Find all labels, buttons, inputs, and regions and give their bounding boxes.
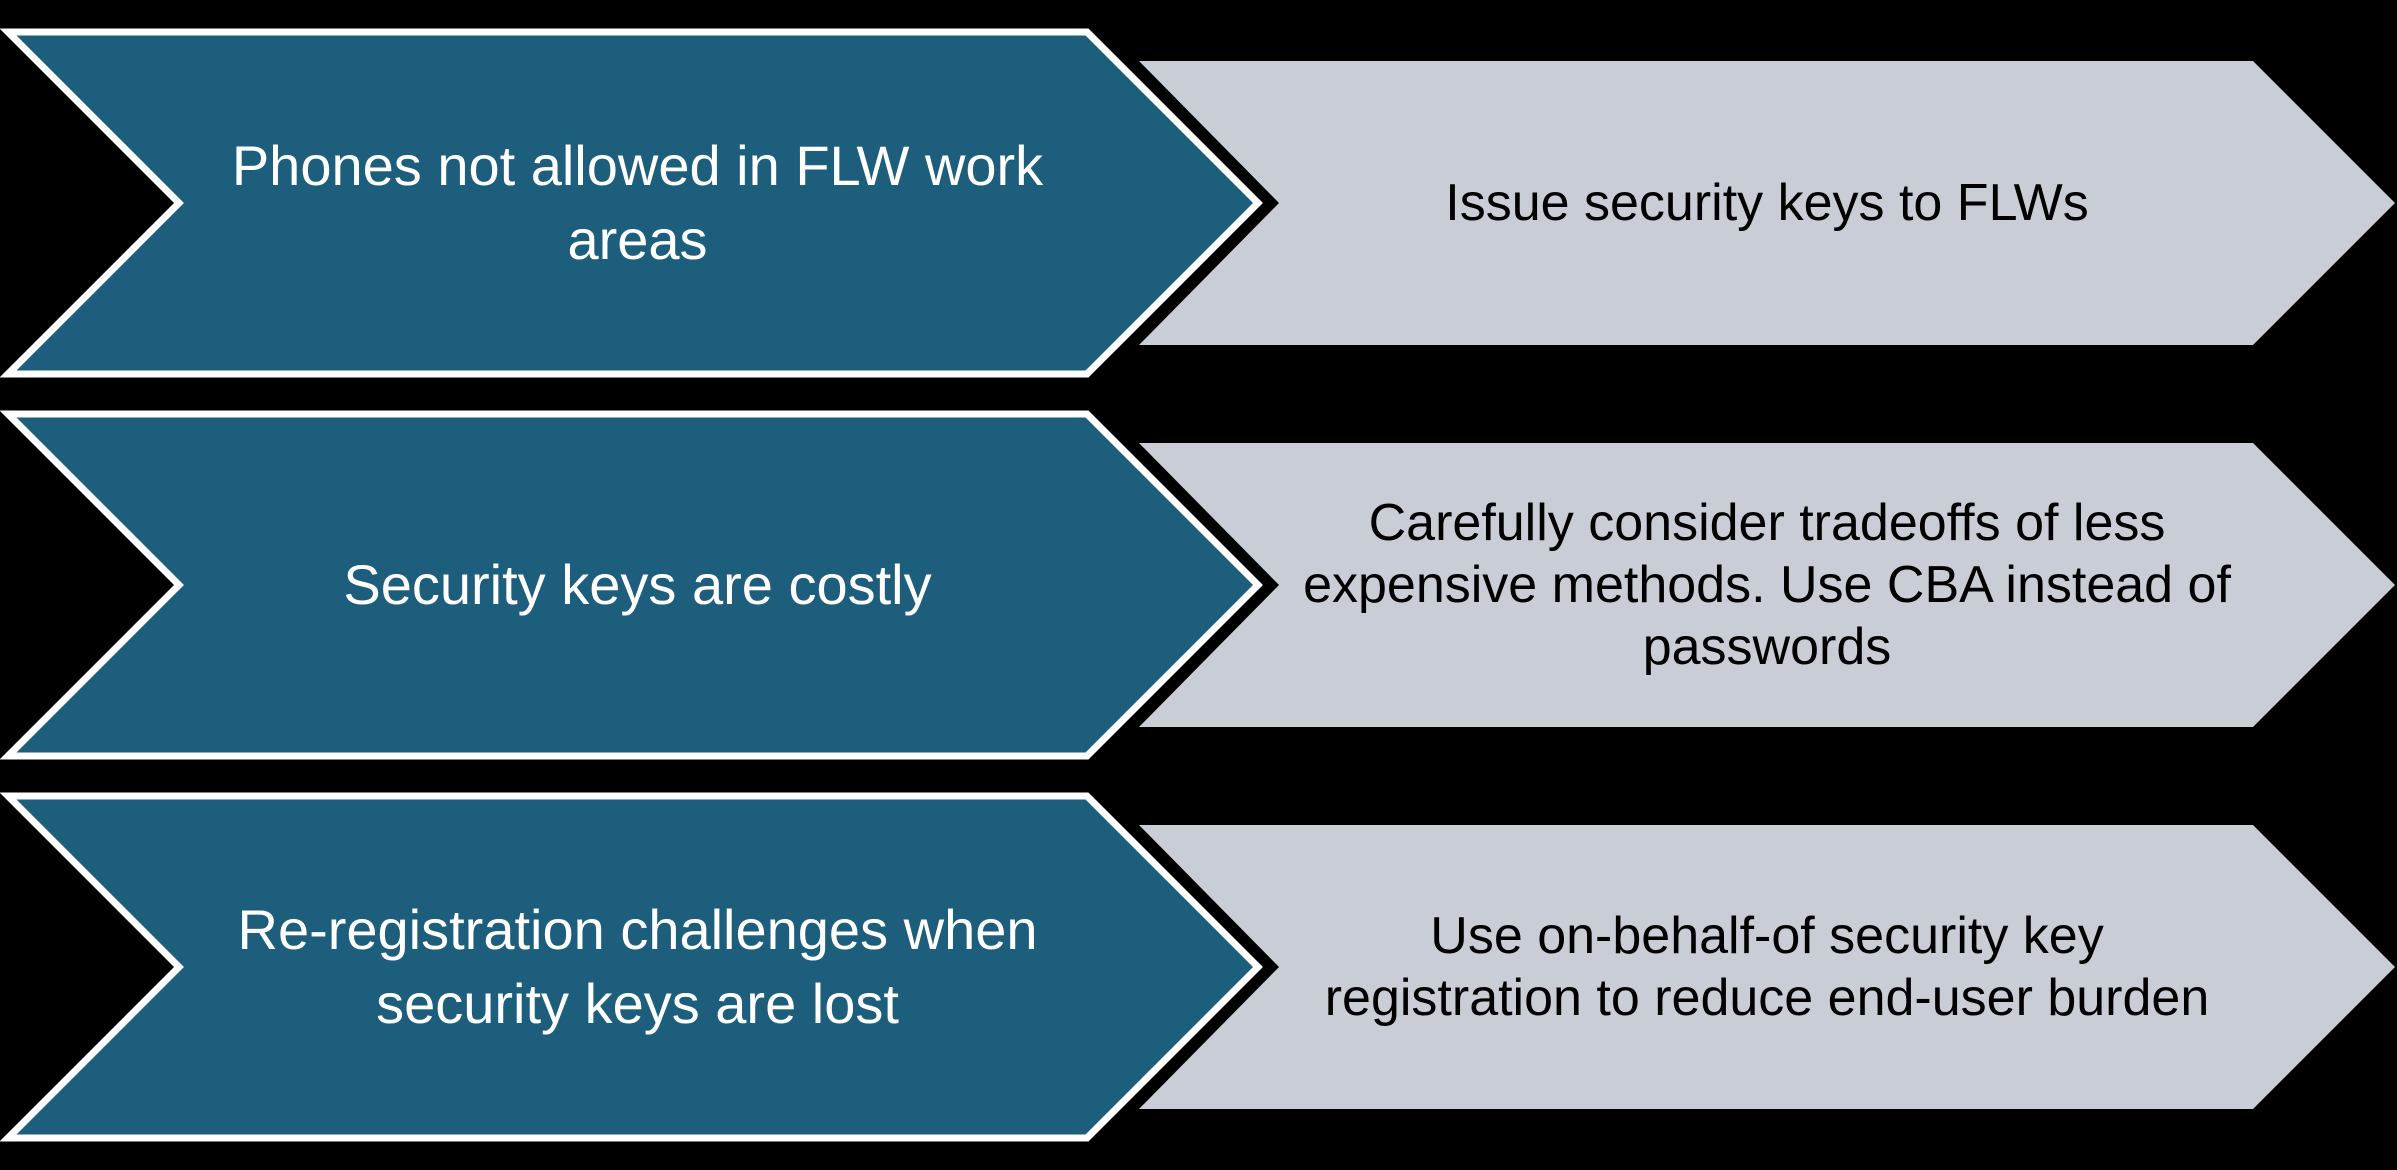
solution-arrow-3 bbox=[1139, 825, 2395, 1109]
chevron-shape bbox=[0, 792, 1263, 1142]
solution-label-2: Carefully consider tradeoffs of less exp… bbox=[1303, 494, 2231, 676]
challenge-label-3: Re-registration challenges when security… bbox=[237, 898, 1038, 1035]
diagram-row-2: Security keys are costly Carefully consi… bbox=[0, 406, 2397, 764]
solution-label-3: Use on-behalf-of security key registrati… bbox=[1324, 907, 2210, 1027]
challenge-label-1: Phones not allowed in FLW work areas bbox=[231, 134, 1044, 271]
challenge-label-2: Security keys are costly bbox=[343, 553, 932, 616]
diagram-row-1: Phones not allowed in FLW work areas Iss… bbox=[0, 24, 2397, 382]
challenge-arrow-3 bbox=[0, 792, 1263, 1142]
solution-label-1: Issue security keys to FLWs bbox=[1445, 174, 2089, 232]
chevron-shape bbox=[0, 28, 1263, 378]
chevron-shape bbox=[0, 410, 1263, 760]
challenge-arrow-2 bbox=[0, 410, 1263, 760]
diagram-row-3: Re-registration challenges when security… bbox=[0, 788, 2397, 1146]
challenge-arrow-1 bbox=[0, 28, 1263, 378]
solution-arrow-2 bbox=[1139, 443, 2395, 727]
solution-arrow-1 bbox=[1139, 61, 2395, 345]
